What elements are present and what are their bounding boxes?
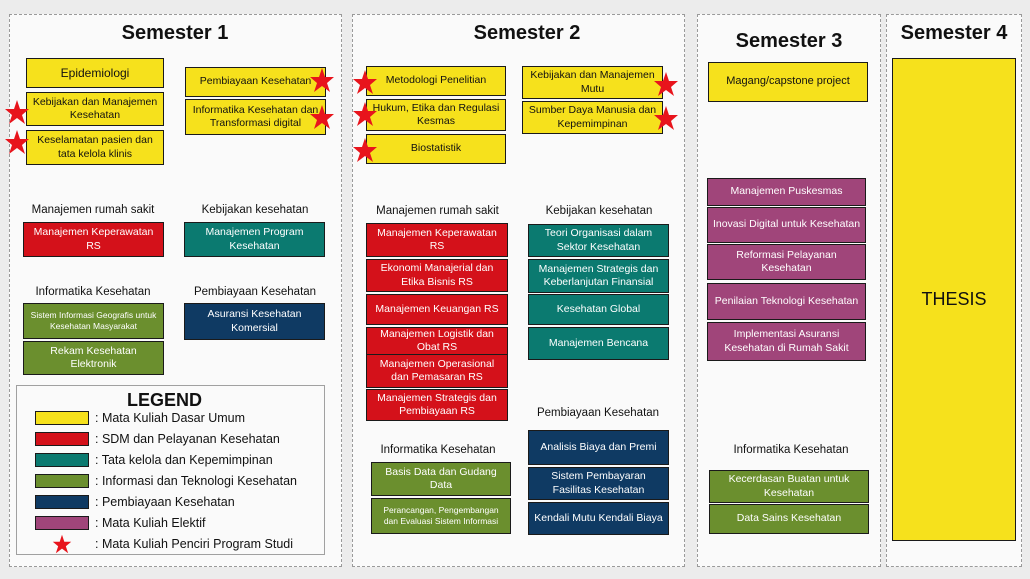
legend-label: : SDM dan Pelayanan Kesehatan [95,432,280,446]
star-shape [353,102,377,126]
legend-label: : Tata kelola dan Kepemimpinan [95,453,273,467]
course-box[interactable]: Manajemen Keperawatan RS [23,222,164,257]
group-label: Pembiayaan Kesehatan [193,286,317,298]
star-icon [52,534,72,554]
star-shape [52,534,72,554]
legend-title: LEGEND [127,390,203,410]
course-box[interactable]: Data Sains Kesehatan [709,504,869,534]
group-label: Kebijakan kesehatan [545,205,653,217]
star-icon [654,106,678,130]
course-box[interactable]: Kecerdasan Buatan untuk Kesehatan [709,470,869,503]
thesis-box[interactable]: THESIS [892,58,1016,541]
legend-item: : Mata Kuliah Penciri Program Studi [35,534,294,554]
course-box[interactable]: Asuransi Kesehatan Komersial [184,303,325,340]
star-icon [310,68,334,92]
course-box[interactable]: Kebijakan dan Manajemen Mutu [522,66,663,99]
course-box[interactable]: Ekonomi Manajerial dan Etika Bisnis RS [366,259,508,292]
legend-swatch [35,411,89,425]
star-icon [353,102,377,126]
semester-3-title: Semester 3 [735,30,843,52]
group-label: Informatika Kesehatan [380,444,496,456]
course-box[interactable]: Kebijakan dan Manajemen Kesehatan [26,92,164,126]
course-box[interactable]: Hukum, Etika dan Regulasi Kesmas [366,99,506,131]
course-box[interactable]: Penilaian Teknologi Kesehatan [707,283,866,320]
course-box[interactable]: Manajemen Operasional dan Pemasaran RS [366,354,508,388]
course-box[interactable]: Manajemen Keuangan RS [366,294,508,325]
course-box[interactable]: Magang/capstone project [708,62,868,102]
semester-2-title: Semester 2 [473,22,581,44]
legend-label: : Mata Kuliah Elektif [95,516,206,530]
course-box[interactable]: Epidemiologi [26,58,164,88]
course-box[interactable]: Manajemen Keperawatan RS [366,223,508,257]
legend-item: : Tata kelola dan Kepemimpinan [35,452,273,468]
legend-label: : Mata Kuliah Penciri Program Studi [95,537,294,551]
course-box[interactable]: Analisis Biaya dan Premi [528,430,669,465]
star-icon [654,72,678,96]
course-box[interactable]: Manajemen Strategis dan Keberlanjutan Fi… [528,259,669,293]
course-box[interactable]: Kesehatan Global [528,294,669,325]
course-box[interactable]: Teori Organisasi dalam Sektor Kesehatan [528,224,669,257]
legend-item: : Informasi dan Teknologi Kesehatan [35,473,297,489]
course-box[interactable]: Reformasi Pelayanan Kesehatan [707,244,866,280]
course-box[interactable]: Pembiayaan Kesehatan [185,67,326,97]
course-box[interactable]: Biostatistik [366,134,506,164]
star-icon [353,70,377,94]
course-box[interactable]: Kendali Mutu Kendali Biaya [528,502,669,535]
legend-label: : Pembiayaan Kesehatan [95,495,235,509]
legend-swatch [35,474,89,488]
course-box[interactable]: Manajemen Program Kesehatan [184,222,325,257]
star-icon [353,138,377,162]
legend-item: : Mata Kuliah Elektif [35,515,205,531]
group-label: Kebijakan kesehatan [201,204,309,216]
legend: LEGEND : Mata Kuliah Dasar Umum : SDM da… [16,385,325,555]
semester-1-title: Semester 1 [121,22,229,44]
course-box[interactable]: Sistem Informasi Geografis untuk Kesehat… [23,303,164,339]
course-box[interactable]: Keselamatan pasien dan tata kelola klini… [26,130,164,165]
star-icon [310,105,334,129]
star-shape [310,105,334,129]
semester-4-title: Semester 4 [900,22,1008,44]
legend-item: : Pembiayaan Kesehatan [35,494,235,510]
legend-swatch [35,516,89,530]
star-shape [5,100,29,124]
legend-label: : Informasi dan Teknologi Kesehatan [95,474,297,488]
course-box[interactable]: Perancangan, Pengembangan dan Evaluasi S… [371,498,511,534]
course-box[interactable]: Sumber Daya Manusia dan Kepemimpinan [522,101,663,134]
course-box[interactable]: Basis Data dan Gudang Data [371,462,511,496]
legend-item: : SDM dan Pelayanan Kesehatan [35,431,280,447]
group-label: Informatika Kesehatan [733,444,849,456]
star-shape [654,106,678,130]
course-box[interactable]: Manajemen Bencana [528,327,669,360]
course-box[interactable]: Manajemen Strategis dan Pembiayaan RS [366,389,508,421]
course-box[interactable]: Implementasi Asuransi Kesehatan di Rumah… [707,322,866,361]
group-label: Manajemen rumah sakit [376,205,499,217]
star-shape [654,72,678,96]
course-box[interactable]: Rekam Kesehatan Elektronik [23,341,164,375]
legend-item: : Mata Kuliah Dasar Umum [35,410,245,426]
star-shape [353,138,377,162]
star-icon [5,100,29,124]
group-label: Informatika Kesehatan [35,286,151,298]
course-box[interactable]: Sistem Pembayaran Fasilitas Kesehatan [528,467,669,500]
course-box[interactable]: Metodologi Penelitian [366,66,506,96]
group-label: Pembiayaan Kesehatan [536,407,660,419]
legend-swatch [35,432,89,446]
course-box[interactable]: Informatika Kesehatan dan Transformasi d… [185,99,326,135]
star-icon [5,130,29,154]
group-label: Manajemen rumah sakit [31,204,155,216]
course-box[interactable]: Manajemen Logistik dan Obat RS [366,327,508,355]
star-shape [310,68,334,92]
course-box[interactable]: Inovasi Digital untuk Kesehatan [707,207,866,243]
legend-swatch [35,495,89,509]
legend-swatch [35,453,89,467]
legend-label: : Mata Kuliah Dasar Umum [95,411,246,425]
star-shape [353,70,377,94]
star-shape [5,130,29,154]
course-box[interactable]: Manajemen Puskesmas [707,178,866,206]
